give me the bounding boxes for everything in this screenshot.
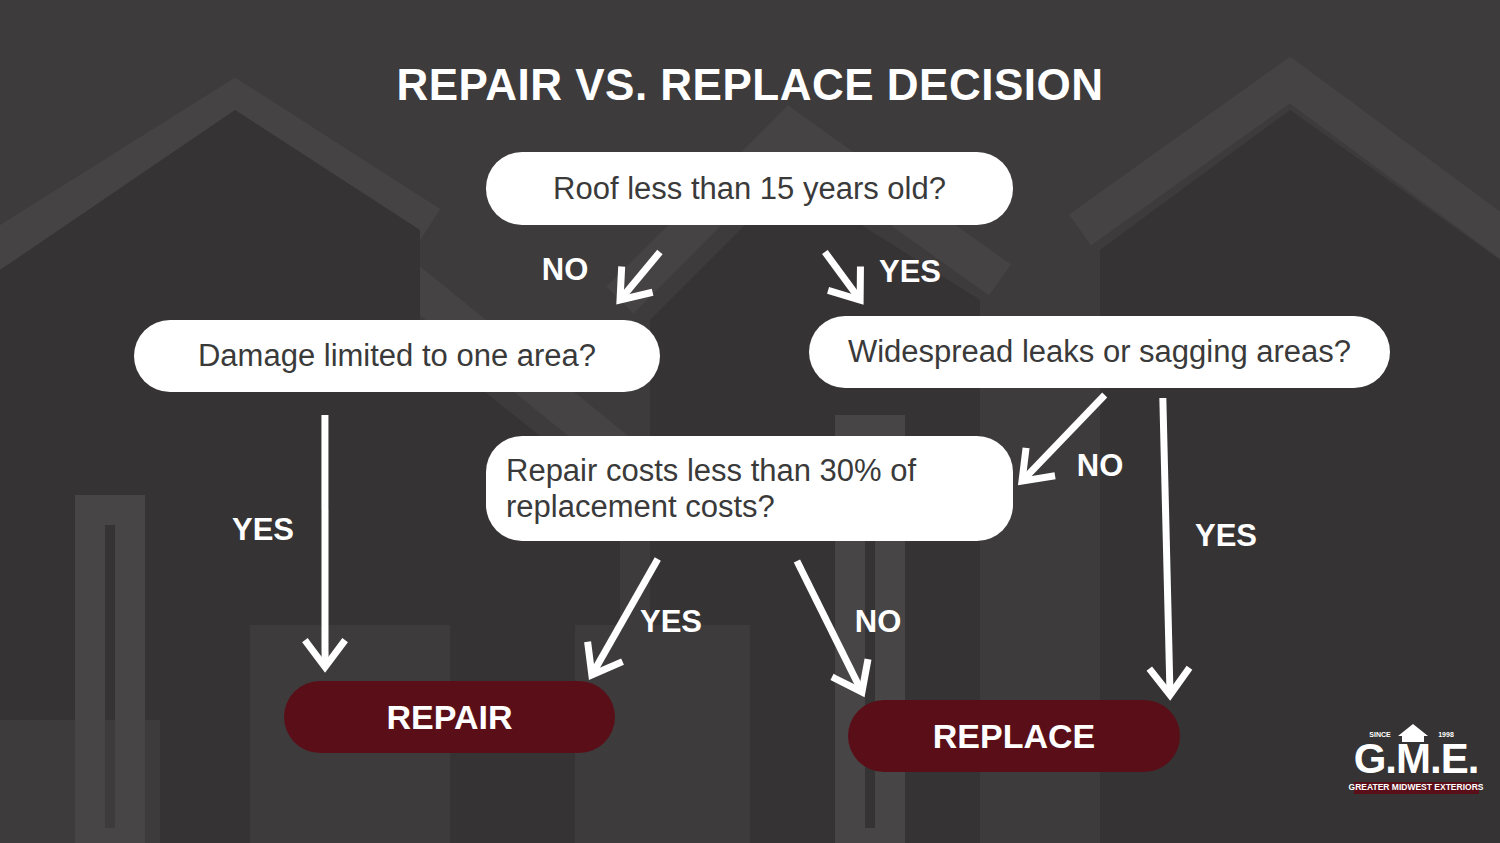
node-text: REPLACE [933, 717, 1095, 756]
question-box: Roof less than 15 years old? [486, 152, 1013, 225]
result-box: REPLACE [848, 700, 1180, 772]
arrow-head [307, 643, 343, 667]
connector-line [620, 252, 660, 300]
arrow-head [831, 270, 860, 300]
arrow-head [588, 645, 619, 675]
logo-tagline: GREATER MIDWEST EXTERIORS [1349, 783, 1484, 792]
connector-arrow [620, 252, 660, 300]
connector-line [797, 561, 862, 692]
node-text: Damage limited to one area? [198, 338, 596, 374]
edge-label: YES [1195, 518, 1257, 554]
connector-line [321, 415, 328, 667]
edge-label: YES [879, 254, 941, 290]
edge-label: YES [640, 604, 702, 640]
question-box: Repair costs less than 30% of replacemen… [486, 436, 1013, 541]
connector-line [825, 252, 860, 300]
edge-label: YES [232, 512, 294, 548]
arrow-head [835, 663, 867, 693]
edge-label: NO [855, 604, 902, 640]
arrow-head [1151, 671, 1187, 695]
arrow-head [1022, 451, 1052, 481]
connector-arrow [825, 252, 861, 300]
result-box: REPAIR [284, 681, 615, 753]
arrow-head [620, 270, 649, 300]
node-text: Repair costs less than 30% of replacemen… [506, 453, 993, 525]
connector-arrow [1151, 398, 1187, 695]
question-box: Widespread leaks or sagging areas? [809, 316, 1390, 388]
diagram-title: REPAIR VS. REPLACE DECISION [0, 60, 1500, 110]
connector-arrow [307, 415, 343, 667]
logo-year: 1998 [1438, 731, 1454, 738]
connector-line [1163, 398, 1170, 695]
edge-label: NO [1077, 448, 1124, 484]
node-text: Roof less than 15 years old? [553, 171, 946, 207]
node-text: Widespread leaks or sagging areas? [848, 334, 1351, 370]
question-box: Damage limited to one area? [134, 320, 660, 392]
edge-label: NO [542, 252, 589, 288]
node-text: REPAIR [387, 698, 513, 737]
logo-since: SINCE [1369, 731, 1390, 738]
logo-wordmark: G.M.E. [1354, 738, 1479, 780]
